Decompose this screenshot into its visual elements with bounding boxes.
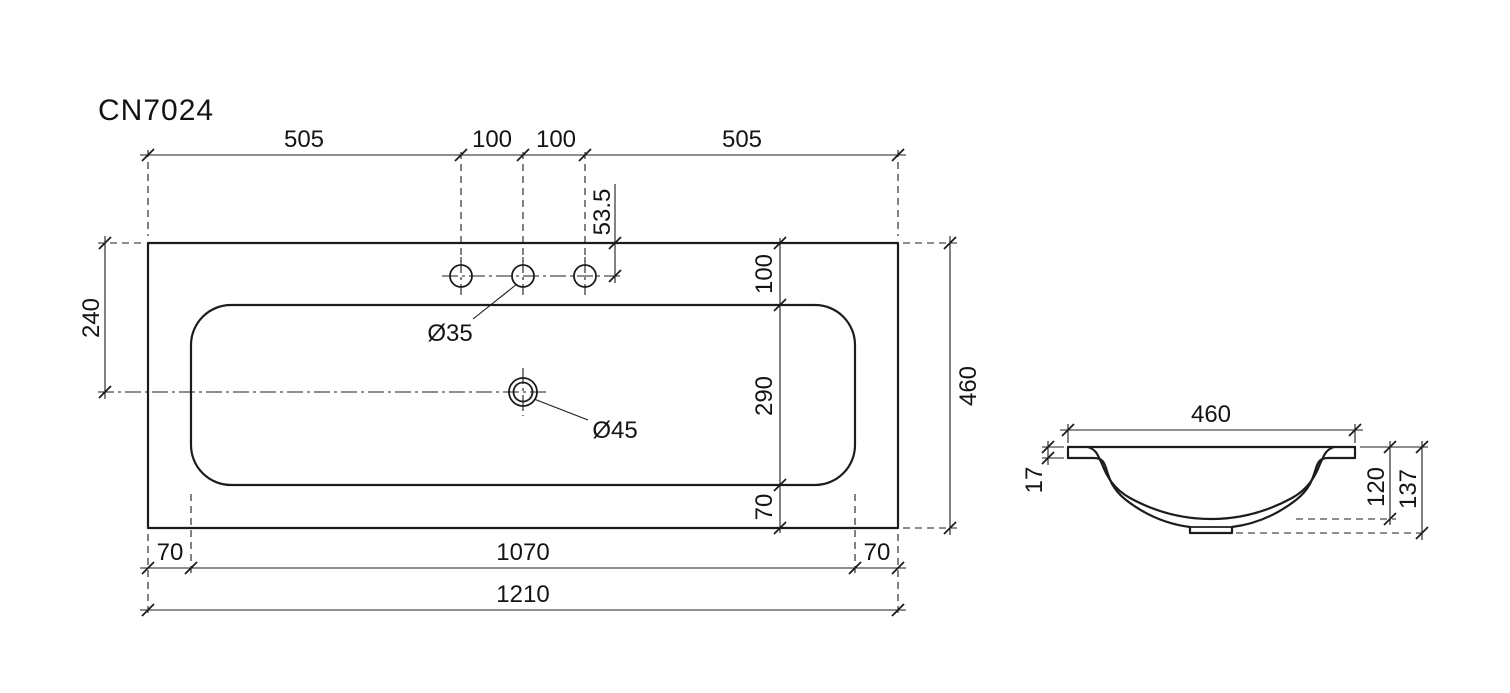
section-tick-marks: [1041, 423, 1429, 540]
tick: [141, 561, 155, 575]
tick: [943, 236, 957, 250]
plan-extension-lines: [98, 150, 957, 616]
section-outer-profile: [1066, 445, 1357, 535]
model-number-label: CN7024: [98, 94, 214, 127]
section-dimension-labels: 460 17 120 137: [1021, 401, 1422, 509]
section-inner-profile: [1086, 445, 1336, 521]
tick: [773, 478, 787, 492]
tick: [1415, 526, 1429, 540]
section-extension-lines: [1042, 424, 1428, 534]
plan-leader-lines: [472, 283, 589, 421]
tick: [1041, 451, 1055, 465]
tick: [773, 236, 787, 250]
tick: [1415, 440, 1429, 454]
dim-label-70-right: 70: [864, 539, 891, 566]
tick: [141, 603, 155, 617]
dim-label-240: 240: [78, 298, 105, 338]
bowl-outline: [189, 303, 857, 487]
tick: [773, 298, 787, 312]
tick: [1383, 512, 1397, 526]
dim-label-70-left: 70: [157, 539, 184, 566]
dim-label-drain-diameter: Ø45: [592, 417, 637, 444]
tick: [1061, 423, 1075, 437]
dim-label-290: 290: [751, 376, 778, 416]
dim-label-faucet-diameter: Ø35: [427, 320, 472, 347]
plan-tick-marks: [98, 148, 957, 617]
tick: [848, 561, 862, 575]
leader-line-drain-diameter: [533, 398, 589, 421]
dim-label-505-right: 505: [722, 126, 762, 153]
dim-label-100-inner: 100: [751, 254, 778, 294]
tick: [943, 521, 957, 535]
tick: [141, 148, 155, 162]
section-dimension-lines: [1047, 429, 1423, 540]
tick: [454, 148, 468, 162]
tick: [516, 148, 530, 162]
dim-label-137: 137: [1395, 469, 1422, 509]
tick: [773, 521, 787, 535]
tick: [1041, 440, 1055, 454]
tick: [1348, 423, 1362, 437]
dim-label-70-inner: 70: [751, 494, 778, 521]
tick: [184, 561, 198, 575]
dim-label-460-section: 460: [1191, 401, 1231, 428]
plan-centerlines: [98, 257, 624, 416]
tick: [578, 148, 592, 162]
dim-label-1070: 1070: [496, 539, 549, 566]
dim-label-505-left: 505: [284, 126, 324, 153]
tick: [891, 603, 905, 617]
tick: [98, 385, 112, 399]
dim-label-100-left: 100: [472, 126, 512, 153]
dim-label-hole-offset: 53.5: [589, 189, 616, 236]
section-view: [1066, 445, 1357, 535]
dim-label-1210: 1210: [496, 581, 549, 608]
tick: [891, 561, 905, 575]
plan-dimension-labels: 505 100 100 505 53.5 240 460 100 290 70 …: [78, 126, 982, 608]
tick: [1383, 440, 1397, 454]
dim-label-17: 17: [1021, 467, 1048, 494]
tick: [891, 148, 905, 162]
leader-line-faucet-diameter: [472, 283, 518, 320]
tick: [608, 236, 622, 250]
dim-label-120: 120: [1363, 467, 1390, 507]
tick: [608, 269, 622, 283]
dim-label-460-plan: 460: [955, 366, 982, 406]
dim-label-100-right: 100: [536, 126, 576, 153]
tick: [98, 236, 112, 250]
